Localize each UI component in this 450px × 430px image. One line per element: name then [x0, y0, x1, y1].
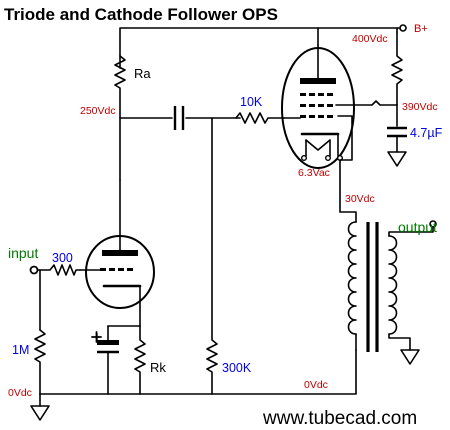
resistor-ra — [114, 55, 126, 181]
label-10k: 10K — [240, 95, 263, 109]
voltage-250: 250Vdc — [80, 105, 116, 117]
voltage-0-left: 0Vdc — [8, 387, 32, 399]
bypass-capacitor — [387, 104, 407, 167]
b-plus-rail — [119, 24, 407, 69]
cathode-network — [91, 325, 146, 395]
input-terminal — [29, 265, 39, 275]
label-cap: 4.7µF — [410, 126, 443, 140]
resistor-300k — [206, 117, 218, 395]
voltage-30: 30Vdc — [345, 193, 375, 205]
b-plus-label: B+ — [414, 23, 428, 35]
voltage-400: 400Vdc — [352, 33, 388, 45]
label-300: 300 — [52, 251, 73, 265]
suppressor-tie — [337, 115, 353, 161]
website-url: www.tubecad.com — [262, 408, 417, 429]
screen-resistor — [391, 31, 403, 106]
resistor-1m — [34, 329, 46, 395]
label-output: output — [398, 219, 437, 235]
coupling-capacitor — [119, 106, 241, 130]
voltage-0-right: 0Vdc — [304, 379, 328, 391]
pentode-tube — [281, 44, 398, 169]
cathode-lead — [339, 159, 357, 223]
input-network — [29, 264, 81, 331]
b-plus-terminal — [399, 24, 407, 32]
resistor-10k — [235, 112, 285, 124]
diagram-title: Triode and Cathode Follower OPS — [4, 5, 278, 24]
label-rk: Rk — [150, 360, 166, 375]
ground-rail — [30, 349, 357, 421]
label-300k: 300K — [222, 361, 252, 375]
voltage-390: 390Vdc — [402, 101, 438, 113]
output-transformer — [347, 220, 437, 365]
label-ra: Ra — [134, 66, 151, 81]
triode-tube — [79, 179, 155, 327]
label-input: input — [8, 245, 38, 261]
label-1m: 1M — [12, 343, 29, 357]
voltage-heater: 6.3Vac — [298, 167, 330, 179]
